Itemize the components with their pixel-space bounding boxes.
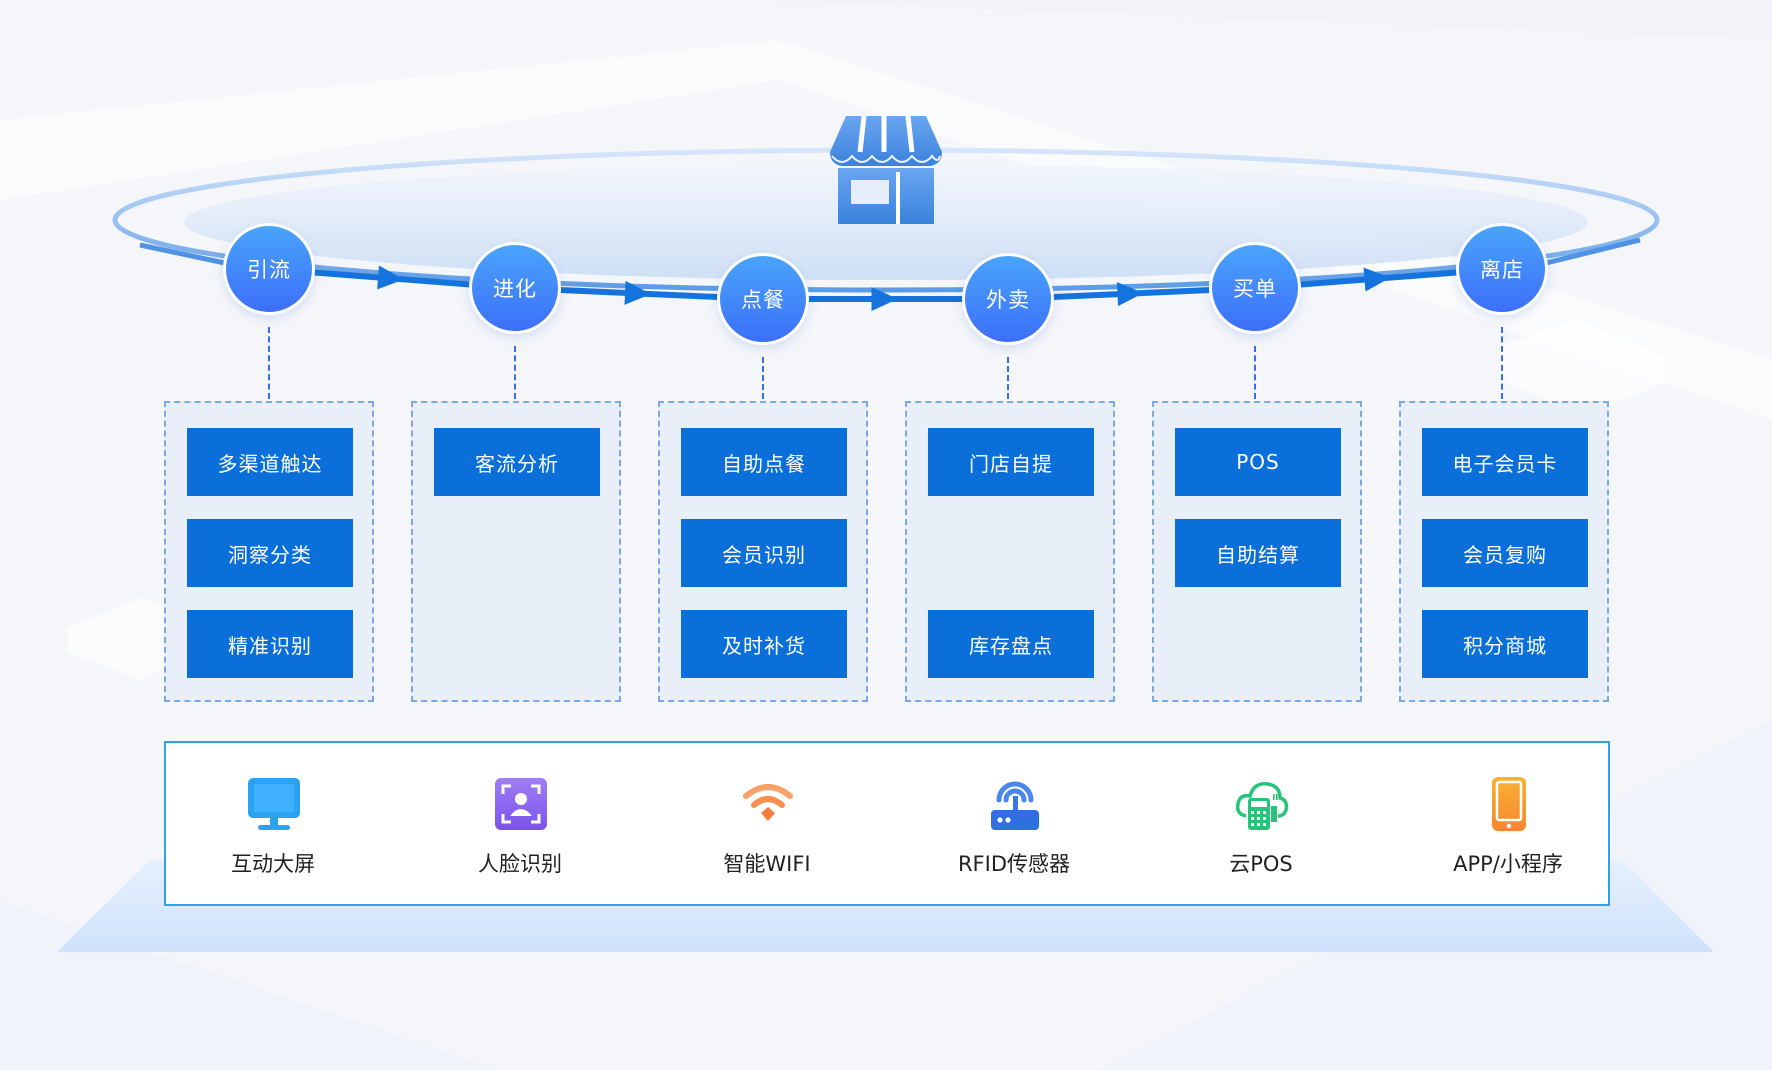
stage-node[interactable]: 买单: [1209, 242, 1301, 334]
stage-connector: [514, 346, 516, 399]
device-rfid-sensor[interactable]: RFID传感器: [914, 743, 1114, 903]
device-label: RFID传感器: [957, 852, 1071, 876]
flow-arrow-icon: [1363, 267, 1391, 292]
stage-connector: [762, 357, 764, 399]
stage-node[interactable]: 点餐: [717, 253, 809, 345]
feature-button[interactable]: 会员识别: [681, 519, 847, 587]
feature-button[interactable]: 多渠道触达: [187, 428, 353, 496]
stage-label: 进化: [493, 277, 537, 301]
device-cloud-pos[interactable]: 云POS: [1161, 743, 1361, 903]
stage-connector: [1501, 327, 1503, 399]
flow-arrow-icon: [624, 280, 651, 305]
store-icon: [830, 115, 942, 224]
feature-button[interactable]: 会员复购: [1422, 519, 1588, 587]
feature-button[interactable]: 客流分析: [434, 428, 600, 496]
feature-column: 门店自提库存盘点: [905, 401, 1115, 702]
device-smart-wifi[interactable]: 智能WIFI: [667, 743, 867, 903]
stage-label: 离店: [1480, 258, 1524, 282]
feature-button[interactable]: 门店自提: [928, 428, 1094, 496]
stage-node[interactable]: 进化: [469, 242, 561, 334]
mobile-app-icon: [1492, 777, 1526, 831]
flow-arrow-icon: [871, 287, 898, 311]
stage-node[interactable]: 引流: [223, 223, 315, 315]
device-label: APP/小程序: [1453, 852, 1563, 876]
feature-button[interactable]: 电子会员卡: [1422, 428, 1588, 496]
flow-segment: [1545, 237, 1641, 266]
stage-connector: [268, 327, 270, 399]
device-label: 人脸识别: [478, 852, 562, 876]
device-label: 互动大屏: [231, 852, 315, 876]
stage-node[interactable]: 离店: [1456, 223, 1548, 315]
feature-button[interactable]: 自助点餐: [681, 428, 847, 496]
rfid-router-icon: [991, 781, 1039, 830]
feature-button[interactable]: 积分商城: [1422, 610, 1588, 678]
flow-arrow-icon: [377, 265, 404, 290]
device-face-recognition[interactable]: 人脸识别: [420, 743, 620, 903]
monitor-icon: [248, 778, 300, 830]
stage-label: 点餐: [741, 288, 785, 312]
stage-label: 外卖: [986, 288, 1030, 312]
device-panel: 互动大屏 人脸识别 智能WIFI RFID传感器: [164, 741, 1610, 906]
feature-button[interactable]: 自助结算: [1175, 519, 1341, 587]
cloud-pos-icon: [1235, 782, 1289, 830]
feature-button[interactable]: 精准识别: [187, 610, 353, 678]
flow-segment: [139, 242, 226, 266]
feature-column: 自助点餐会员识别及时补货: [658, 401, 868, 702]
flow-arrow-icon: [1116, 282, 1144, 307]
feature-button[interactable]: 库存盘点: [928, 610, 1094, 678]
stage-connector: [1007, 357, 1009, 399]
device-label: 云POS: [1229, 852, 1293, 876]
wifi-icon: [743, 784, 793, 821]
device-label: 智能WIFI: [723, 852, 811, 876]
feature-column: 电子会员卡会员复购积分商城: [1399, 401, 1609, 702]
stage-label: 买单: [1233, 277, 1277, 301]
feature-column: POS 自助结算: [1152, 401, 1362, 702]
stage-label: 引流: [247, 258, 291, 282]
feature-button[interactable]: 洞察分类: [187, 519, 353, 587]
feature-column: 多渠道触达洞察分类精准识别: [164, 401, 374, 702]
device-interactive-screen[interactable]: 互动大屏: [173, 743, 373, 903]
stage-node[interactable]: 外卖: [962, 253, 1054, 345]
feature-button[interactable]: 及时补货: [681, 610, 847, 678]
feature-column: 客流分析: [411, 401, 621, 702]
stage-connector: [1254, 346, 1256, 399]
face-recognition-icon: [495, 778, 547, 830]
device-mobile-app[interactable]: APP/小程序: [1408, 743, 1608, 903]
feature-button[interactable]: POS: [1175, 428, 1341, 496]
